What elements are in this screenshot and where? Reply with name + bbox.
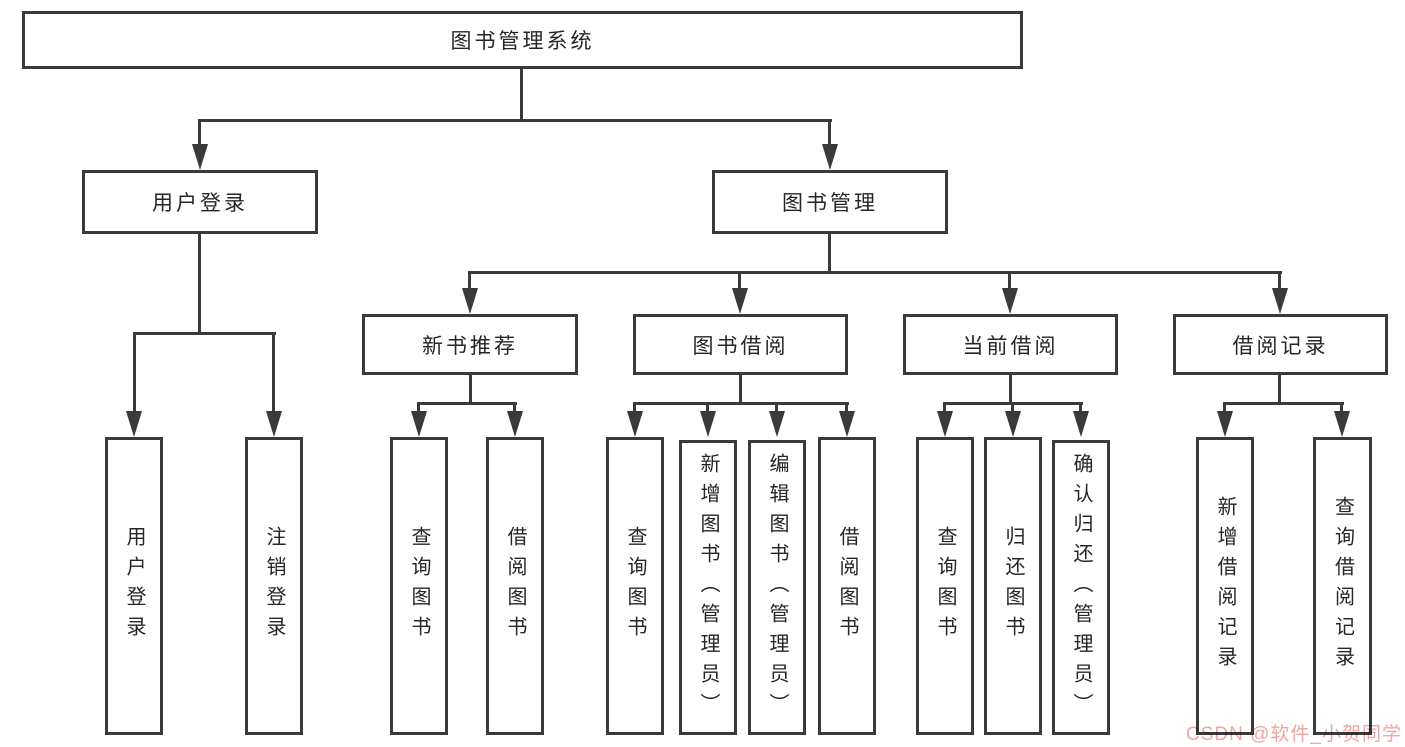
arrow-down-icon <box>732 288 748 314</box>
connector-drop-current-borrow <box>1008 271 1011 291</box>
connector-drop-leaf <box>706 402 709 415</box>
connector-drop-new-book <box>468 271 471 291</box>
node-user-login: 用户登录 <box>82 170 318 234</box>
connector-borrowrecord-rail <box>1224 402 1344 405</box>
leaf-confirm-return-admin: 确认归还（管理员） <box>1052 440 1110 735</box>
node-new-book-recommend: 新书推荐 <box>362 314 578 375</box>
connector-drop-leaf <box>633 402 636 415</box>
leaf-query-books: 查询图书 <box>916 437 974 735</box>
leaf-borrow-books: 借阅图书 <box>818 437 876 735</box>
leaf-add-books-admin: 新增图书（管理员） <box>679 440 737 735</box>
connector-userlogin-stem <box>198 234 201 334</box>
connector-bookmgmt-stem <box>828 234 831 274</box>
connector-bookborrow-rail <box>634 402 849 405</box>
connector-drop-leaf <box>1340 402 1343 415</box>
connector-currentborrow-stem <box>1009 375 1012 404</box>
arrow-down-icon <box>266 411 282 437</box>
connector-drop-user-login <box>198 119 201 146</box>
connector-drop-book-borrow <box>738 271 741 291</box>
connector-drop-leaf <box>775 402 778 415</box>
connector-newbook-rail <box>418 402 517 405</box>
connector-level2-rail <box>468 271 1282 274</box>
arrow-down-icon <box>1272 288 1288 314</box>
arrow-down-icon <box>462 288 478 314</box>
connector-borrowrecord-stem <box>1278 375 1281 404</box>
arrow-down-icon <box>192 144 208 170</box>
csdn-watermark: CSDN @软件_小贺同学 <box>1186 724 1402 745</box>
connector-newbook-stem <box>469 375 472 404</box>
leaf-return-books: 归还图书 <box>984 437 1042 735</box>
connector-drop-leaf <box>1011 402 1014 415</box>
connector-drop-leaf <box>1223 402 1226 415</box>
arrow-down-icon <box>1217 411 1233 437</box>
arrow-down-icon <box>937 411 953 437</box>
connector-drop-leaf <box>845 402 848 415</box>
connector-drop-borrow-record <box>1278 271 1281 291</box>
connector-drop-book-mgmt <box>828 119 831 146</box>
leaf-borrow-books: 借阅图书 <box>486 437 544 735</box>
arrow-down-icon <box>411 411 427 437</box>
leaf-user-login: 用户登录 <box>105 437 163 735</box>
leaf-edit-books-admin: 编辑图书（管理员） <box>748 440 806 735</box>
arrow-down-icon <box>1334 411 1350 437</box>
leaf-query-books: 查询图书 <box>390 437 448 735</box>
connector-root-stem <box>520 69 523 119</box>
leaf-query-books: 查询图书 <box>606 437 664 735</box>
connector-drop-leaf <box>943 402 946 415</box>
arrow-down-icon <box>1002 288 1018 314</box>
arrow-down-icon <box>1005 411 1021 437</box>
connector-userlogin-rail <box>133 332 276 335</box>
arrow-down-icon <box>1073 411 1089 437</box>
leaf-add-borrow-record: 新增借阅记录 <box>1196 437 1254 735</box>
arrow-down-icon <box>126 411 142 437</box>
arrow-down-icon <box>839 411 855 437</box>
arrow-down-icon <box>627 411 643 437</box>
connector-drop-leaf <box>513 402 516 415</box>
connector-drop-leaf <box>1079 402 1082 415</box>
leaf-query-borrow-record: 查询借阅记录 <box>1313 437 1372 735</box>
arrow-down-icon <box>700 411 716 437</box>
arrow-down-icon <box>769 411 785 437</box>
connector-drop-logout-leaf <box>272 332 275 413</box>
arrow-down-icon <box>822 144 838 170</box>
connector-drop-leaf <box>417 402 420 415</box>
node-root-library-system: 图书管理系统 <box>22 11 1023 69</box>
connector-level1-rail <box>198 119 832 122</box>
node-borrow-record: 借阅记录 <box>1173 314 1388 375</box>
connector-drop-login-leaf <box>133 332 136 413</box>
arrow-down-icon <box>507 411 523 437</box>
leaf-logout: 注销登录 <box>245 437 303 735</box>
connector-bookborrow-stem <box>739 375 742 404</box>
node-current-borrow: 当前借阅 <box>903 314 1118 375</box>
node-book-management: 图书管理 <box>712 170 948 234</box>
node-book-borrow: 图书借阅 <box>633 314 848 375</box>
